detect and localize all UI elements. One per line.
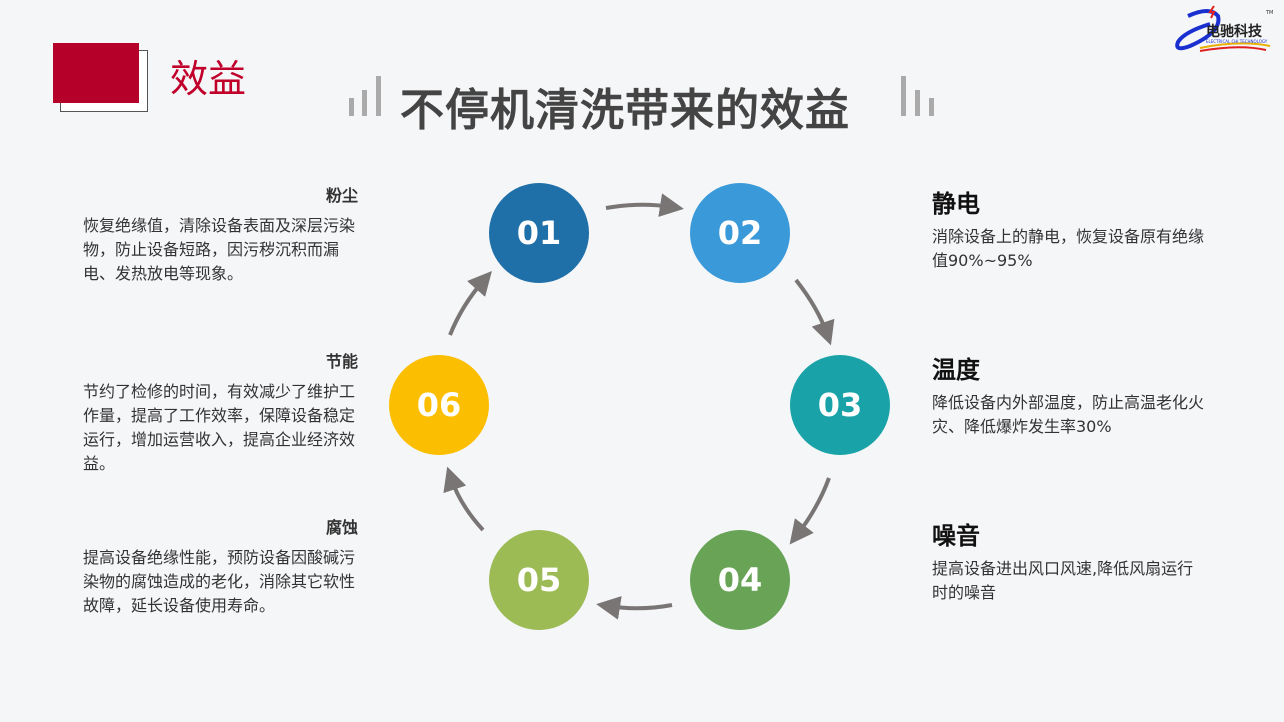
step-circle-04: 04 (690, 530, 790, 630)
svg-text:ELECTRICAL CHI TECHNOLOGY: ELECTRICAL CHI TECHNOLOGY (1206, 39, 1268, 44)
benefit-energy: 节能 节约了检修的时间，有效减少了维护工作量，提高了工作效率，保障设备稳定运行，… (83, 350, 358, 476)
step-number: 02 (717, 214, 763, 252)
benefit-text: 降低设备内外部温度，防止高温老化火灾、降低爆炸发生率30% (932, 393, 1205, 436)
step-circle-06: 06 (389, 355, 489, 455)
benefit-title: 温度 (932, 356, 980, 384)
benefit-text: 消除设备上的静电，恢复设备原有绝缘值90%~95% (932, 227, 1205, 270)
step-number: 06 (416, 386, 462, 424)
benefit-title: 静电 (932, 190, 980, 218)
benefit-text: 节约了检修的时间，有效减少了维护工作量，提高了工作效率，保障设备稳定运行，增加运… (83, 382, 356, 473)
arrow-04-05 (596, 595, 673, 620)
benefit-title: 粉尘 (325, 186, 358, 205)
arrow-03-04 (789, 477, 831, 545)
title-deco-bar (901, 76, 906, 116)
step-number: 04 (717, 561, 763, 599)
benefit-temperature: 温度 降低设备内外部温度，防止高温老化火灾、降低爆炸发生率30% (932, 350, 1207, 439)
svg-text:电驰科技: 电驰科技 (1206, 23, 1263, 40)
step-circle-03: 03 (790, 355, 890, 455)
benefit-text: 恢复绝缘值，清除设备表面及深层污染物，防止设备短路，因污秽沉积而漏电、发热放电等… (83, 216, 356, 283)
step-circle-05: 05 (489, 530, 589, 630)
arrow-02-03 (794, 278, 835, 346)
title-deco-bar (349, 98, 354, 116)
main-title: 不停机清洗带来的效益 (400, 85, 850, 136)
company-logo: 电驰科技 ELECTRICAL CHI TECHNOLOGY TM (1170, 2, 1280, 58)
benefit-title: 腐蚀 (325, 518, 358, 537)
section-title: 效益 (170, 57, 247, 101)
title-deco-bar (362, 90, 367, 116)
step-number: 03 (817, 386, 863, 424)
benefit-corrosion: 腐蚀 提高设备绝缘性能，预防设备因酸碱污染物的腐蚀造成的老化，消除其它软性故障，… (83, 516, 358, 618)
title-deco-bar (915, 90, 920, 116)
step-number: 01 (516, 214, 562, 252)
step-circle-02: 02 (690, 183, 790, 283)
benefit-title: 噪音 (932, 522, 980, 550)
benefit-text: 提高设备绝缘性能，预防设备因酸碱污染物的腐蚀造成的老化，消除其它软性故障，延长设… (83, 548, 356, 615)
arrow-01-02 (605, 193, 684, 218)
section-marker (53, 43, 139, 103)
arrow-05-06 (443, 466, 485, 532)
benefit-noise: 噪音 提高设备进出风口风速,降低风扇运行时的噪音 (932, 516, 1207, 605)
step-number: 05 (516, 561, 562, 599)
arrow-06-01 (448, 270, 492, 336)
benefit-static: 静电 消除设备上的静电，恢复设备原有绝缘值90%~95% (932, 184, 1207, 273)
step-circle-01: 01 (489, 183, 589, 283)
title-deco-bar (929, 98, 934, 116)
benefit-text: 提高设备进出风口风速,降低风扇运行时的噪音 (932, 559, 1194, 602)
benefit-dust: 粉尘 恢复绝缘值，清除设备表面及深层污染物，防止设备短路，因污秽沉积而漏电、发热… (83, 184, 358, 286)
benefit-title: 节能 (325, 352, 358, 371)
title-deco-bar (376, 76, 381, 116)
svg-text:TM: TM (1265, 10, 1273, 16)
